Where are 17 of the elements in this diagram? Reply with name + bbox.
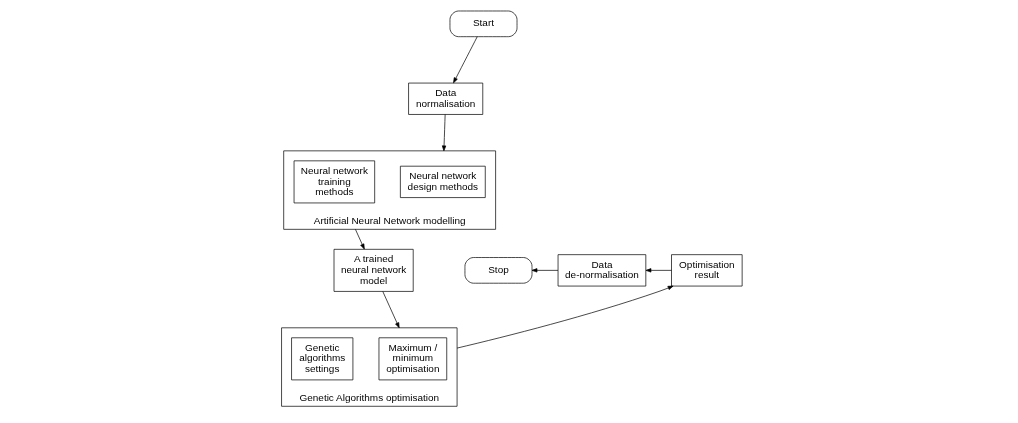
arrow [441,114,447,152]
node-box: Start [449,10,518,38]
node-box: Stop [464,257,533,284]
arrow [645,268,672,273]
arrow [382,291,400,329]
node-box: Neural network design methods [400,165,486,198]
node-box: Optimisation result [671,254,743,287]
node-box: Neural network training methods [293,160,376,204]
arrow [453,36,478,84]
node-box: Maximum / minimum optimisation [378,337,448,381]
node-box: Genetic algorithms settings [291,337,354,381]
arrow [456,285,674,349]
node-box: Data normalisation [408,82,484,115]
arrow [355,229,365,250]
node-box: A trained neural network model [333,248,414,292]
arrow [531,268,559,273]
node-box: Data de-normalisation [557,254,647,287]
